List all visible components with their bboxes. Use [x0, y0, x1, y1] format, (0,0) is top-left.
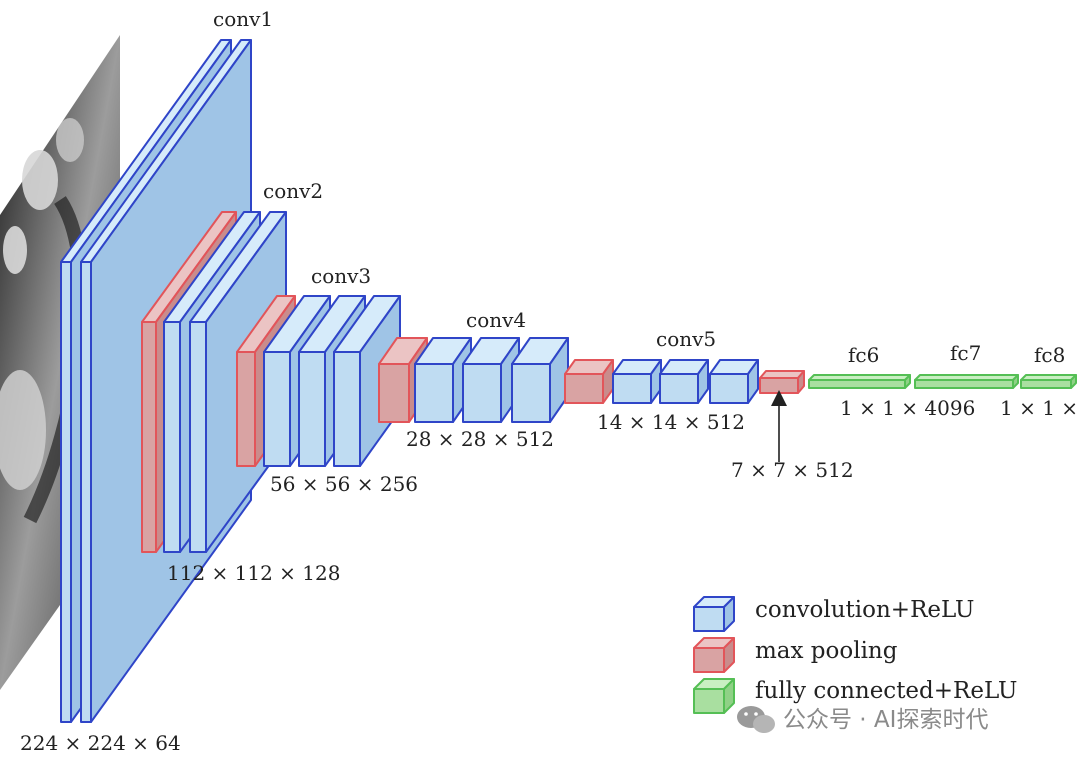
legend-fc-label: fully connected+ReLU	[755, 678, 1017, 704]
legend-fc-swatch	[693, 678, 735, 714]
label-fc8: fc8	[1034, 343, 1065, 367]
dim-4096: 1 × 1 × 4096	[840, 396, 975, 420]
dim-14: 14 × 14 × 512	[597, 410, 745, 434]
fc6-block	[808, 374, 911, 389]
conv5-block-a	[612, 359, 662, 404]
legend: convolution+ReLU max pooling fully conne…	[693, 596, 1017, 714]
label-conv3: conv3	[311, 264, 371, 288]
dim-1000: 1 × 1 × 1000	[1000, 396, 1080, 420]
wechat-icon	[737, 706, 775, 733]
pool5-block	[759, 370, 805, 394]
legend-pool-label: max pooling	[755, 638, 898, 664]
label-conv5: conv5	[656, 327, 716, 351]
watermark-text: 公众号 · AI探索时代	[783, 707, 988, 733]
conv4-block-c	[511, 337, 569, 423]
legend-conv-swatch	[693, 596, 735, 632]
fc7-block	[914, 374, 1019, 389]
dim-224: 224 × 224 × 64	[20, 731, 181, 755]
watermark: 公众号 · AI探索时代	[737, 706, 988, 733]
legend-conv-label: convolution+ReLU	[755, 597, 974, 623]
label-fc6: fc6	[848, 343, 879, 367]
label-fc7: fc7	[950, 341, 981, 365]
dim-7: 7 × 7 × 512	[731, 458, 854, 482]
label-conv1: conv1	[213, 7, 273, 31]
conv5-block-c	[709, 359, 759, 404]
dim-112: 112 × 112 × 128	[167, 561, 340, 585]
pool4-block	[564, 359, 614, 404]
conv4-block-b	[462, 337, 520, 423]
dim-28: 28 × 28 × 512	[406, 427, 554, 451]
label-conv4: conv4	[466, 308, 526, 332]
fc8-block	[1020, 374, 1077, 389]
conv5-block-b	[659, 359, 709, 404]
dim-56: 56 × 56 × 256	[270, 472, 418, 496]
legend-pool-swatch	[693, 637, 735, 673]
label-conv2: conv2	[263, 179, 323, 203]
